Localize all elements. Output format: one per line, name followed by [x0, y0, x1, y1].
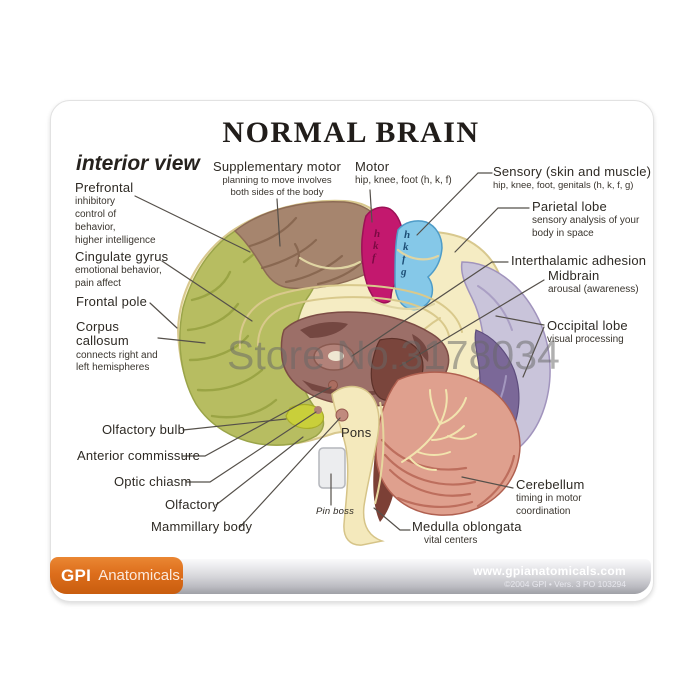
label-parietal-desc: sensory analysis of your body in space	[532, 215, 640, 240]
label-motor-desc: hip, knee, foot (h, k, f)	[355, 175, 452, 187]
label-prefrontal-desc: inhibitory control of behavior, higher i…	[75, 196, 156, 246]
motor-letter-h: h	[374, 228, 380, 240]
label-prefrontal: Prefrontal inhibitory control of behavio…	[75, 180, 156, 247]
leader-mammillary-body	[239, 417, 341, 528]
label-medulla-title: Medulla oblongata	[412, 519, 522, 534]
brand-gpi-text: GPI	[61, 565, 92, 585]
cerebellum-arbor-vitae	[401, 389, 477, 471]
copyright-text: ©2004 GPI • Vers. 3 PO 103294	[504, 579, 626, 589]
label-pons: Pons	[341, 425, 372, 440]
sensory-letter-k: k	[403, 241, 409, 253]
leader-midbrain	[399, 279, 545, 367]
leader-cingulate-gyrus	[161, 260, 253, 322]
label-midbrain-desc: arousal (awareness)	[548, 284, 639, 296]
motor-letter-k: k	[373, 240, 379, 252]
label-interthalamic-adhesion: Interthalamic adhesion	[511, 253, 647, 268]
label-anterior-commissure-title: Anterior commissure	[77, 448, 200, 463]
label-supplementary-motor: Supplementary motor planning to move inv…	[207, 159, 347, 200]
label-pons-title: Pons	[341, 425, 372, 440]
label-pin-boss-title: Pin boss	[316, 506, 355, 517]
label-optic-chiasm: Optic chiasm	[114, 474, 192, 489]
leader-occipital-lower	[522, 326, 545, 378]
label-cerebellum-desc: timing in motor coordination	[516, 493, 582, 518]
label-medulla-desc: vital centers	[424, 535, 478, 547]
region-motor-strip	[361, 206, 405, 304]
label-corpus-callosum: Corpus callosum connects right and left …	[76, 319, 158, 375]
view-subtitle: interior view	[76, 152, 200, 175]
label-medulla-oblongata: Medulla oblongata vital centers	[412, 519, 522, 548]
leader-occipital-upper	[495, 315, 545, 326]
pin-boss-bracket	[318, 447, 346, 489]
label-parietal-title: Parietal lobe	[532, 199, 607, 214]
leader-optic-chiasm	[186, 411, 317, 483]
label-cerebellum: Cerebellum timing in motor coordination	[516, 477, 585, 519]
label-occipital-title: Occipital lobe	[547, 318, 628, 333]
store-watermark: Store No.3178034	[227, 332, 560, 378]
label-interthalamic-title: Interthalamic adhesion	[511, 253, 647, 268]
footer-right-text: www.gpianatomicals.com ©2004 GPI • Vers.…	[473, 564, 626, 589]
label-sensory-desc: hip, knee, foot, genitals (h, k, f, g)	[493, 180, 634, 192]
label-occipital-lobe: Occipital lobe visual processing	[547, 318, 628, 347]
leader-anterior-commissure	[182, 386, 332, 457]
label-cingulate-desc: emotional behavior, pain affect	[75, 265, 162, 290]
label-occipital-desc: visual processing	[547, 334, 624, 346]
page-title: NORMAL BRAIN	[222, 116, 480, 149]
leader-motor	[369, 189, 373, 223]
label-cingulate-title: Cingulate gyrus	[75, 249, 169, 264]
brand-anatomicals-text: Anatomicals.	[98, 567, 185, 584]
label-midbrain-title: Midbrain	[548, 268, 600, 283]
mammillary-body-ball	[335, 408, 349, 422]
label-pin-boss: Pin boss	[316, 506, 355, 517]
website-url: www.gpianatomicals.com	[473, 564, 626, 578]
label-corpus-desc: connects right and left hemispheres	[76, 349, 158, 374]
label-optic-chiasm-title: Optic chiasm	[114, 474, 192, 489]
label-anterior-commissure: Anterior commissure	[77, 448, 200, 463]
label-olfactory-title: Olfactory	[165, 497, 219, 512]
label-cingulate-gyrus: Cingulate gyrus emotional behavior, pain…	[75, 249, 169, 291]
label-frontal-pole: Frontal pole	[76, 294, 148, 309]
sensory-letter-f: f	[402, 253, 407, 265]
region-cerebellum	[375, 371, 521, 516]
leader-prefrontal	[134, 195, 251, 253]
label-supplementary-desc: planning to move involves both sides of …	[222, 175, 332, 199]
sensory-letter-g: g	[400, 266, 407, 278]
label-sensory-title: Sensory (skin and muscle)	[493, 164, 652, 179]
leader-sensory	[416, 172, 493, 236]
leader-medulla-oblongata	[373, 507, 411, 531]
frontal-gyri-lines	[186, 226, 278, 419]
label-midbrain: Midbrain arousal (awareness)	[548, 268, 639, 297]
label-supplementary-title: Supplementary motor	[212, 159, 342, 174]
brand-logo: GPI Anatomicals.	[50, 557, 185, 594]
region-pons-medulla	[331, 385, 385, 546]
label-cerebellum-title: Cerebellum	[516, 477, 585, 492]
label-olfactory-bulb: Olfactory bulb	[102, 422, 186, 437]
leader-cerebellum	[461, 476, 514, 489]
sensory-letter-h: h	[404, 229, 410, 241]
label-motor: Motor hip, knee, foot (h, k, f)	[355, 159, 452, 188]
label-mammillary-body: Mammillary body	[151, 519, 253, 534]
leader-olfactory	[215, 436, 304, 506]
fourth-ventricle-line	[374, 401, 385, 505]
label-olfactory: Olfactory	[165, 497, 219, 512]
label-olfactory-bulb-title: Olfactory bulb	[102, 422, 186, 437]
label-motor-title: Motor	[355, 159, 390, 174]
interthalamic-adhesion-hole	[328, 351, 344, 361]
label-parietal-lobe: Parietal lobe sensory analysis of your b…	[532, 199, 640, 241]
label-frontal-pole-title: Frontal pole	[76, 294, 148, 309]
leader-corpus-callosum	[157, 337, 206, 344]
label-sensory: Sensory (skin and muscle) hip, knee, foo…	[493, 164, 652, 192]
label-corpus-title: Corpus callosum	[76, 319, 129, 349]
leader-parietal-lobe	[454, 207, 530, 253]
label-mammillary-title: Mammillary body	[151, 519, 253, 534]
label-prefrontal-title: Prefrontal	[75, 180, 134, 195]
thalamus-details	[300, 322, 429, 396]
leader-frontal-pole	[149, 302, 178, 329]
leader-interthalamic-adhesion	[351, 261, 509, 357]
superior-gyri-lines	[248, 216, 364, 286]
motor-letter-f: f	[372, 252, 377, 264]
leader-supplementary-motor	[276, 198, 281, 247]
